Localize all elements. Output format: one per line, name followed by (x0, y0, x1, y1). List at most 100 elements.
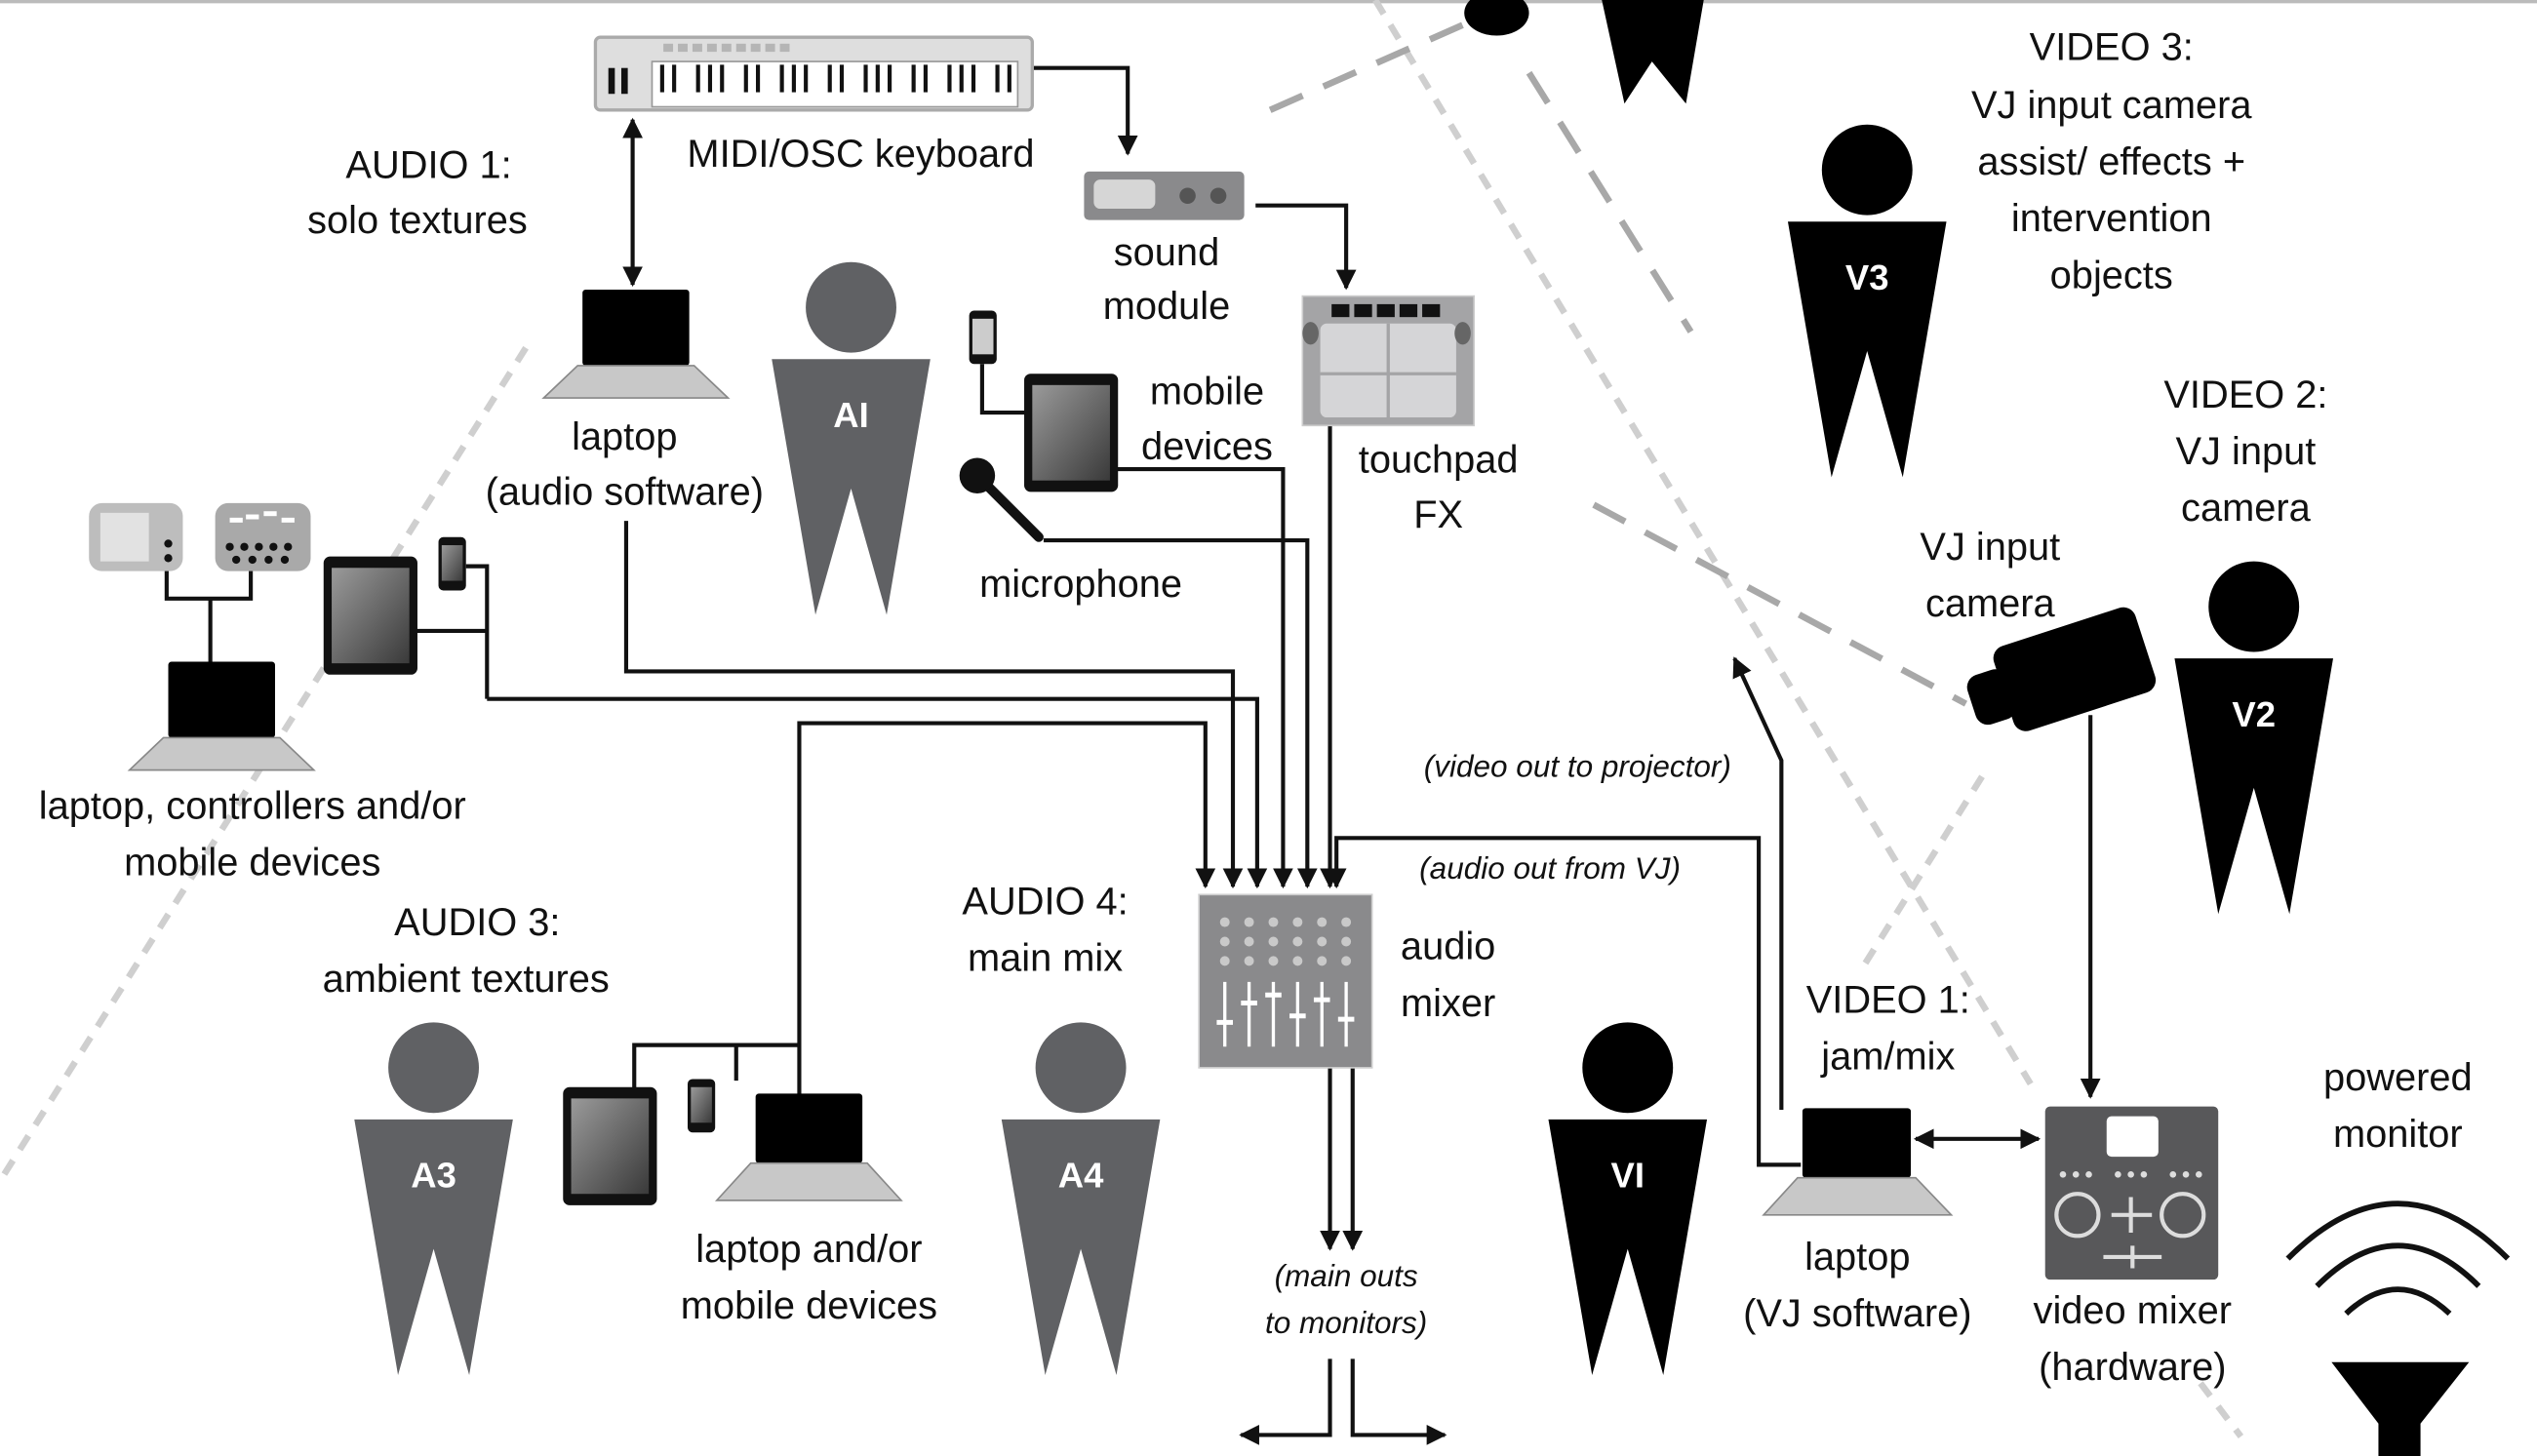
powered-monitor-icon (2285, 1200, 2511, 1456)
key (695, 64, 700, 93)
performer-v1: VI (1548, 1022, 1708, 1376)
video1-label: VIDEO 1: (1806, 978, 1970, 1021)
key (827, 64, 832, 93)
key (791, 64, 796, 93)
key (672, 64, 677, 93)
microphone-icon (959, 457, 1044, 542)
audio-out-label: (audio out from VJ) (1419, 850, 1681, 885)
performer-label: A3 (411, 1156, 456, 1196)
key (971, 64, 976, 93)
laptop-vj-icon (1762, 1108, 1954, 1216)
key (720, 64, 725, 93)
laptop-mobile-label: laptop and/or (695, 1228, 922, 1271)
laptop-vj-label: (VJ software) (1743, 1292, 1971, 1335)
laptop-controllers-label: laptop, controllers and/or (39, 784, 466, 827)
performer-head (1035, 1022, 1127, 1114)
knob (1244, 956, 1254, 966)
key (911, 64, 916, 93)
tablet-icon (1024, 374, 1119, 492)
phone-icon (687, 1079, 716, 1133)
audio1-desc: solo textures (307, 199, 528, 242)
knob (1244, 917, 1254, 927)
laptop-audio-label: (audio software) (486, 471, 764, 514)
button (692, 43, 702, 53)
tablet-icon (563, 1086, 657, 1205)
key (875, 64, 880, 93)
powered-monitor-label: monitor (2333, 1113, 2463, 1156)
button (678, 43, 688, 53)
knob (1244, 936, 1254, 947)
knob (1317, 917, 1328, 927)
performer-head (388, 1022, 480, 1114)
performer-label: V3 (1845, 257, 1889, 297)
performer-a1: AI (772, 261, 931, 615)
signal-wires (164, 65, 2101, 1445)
performer-v2: V2 (2174, 561, 2333, 915)
keyboard-label: MIDI/OSC keyboard (687, 133, 1034, 176)
knob (1317, 936, 1328, 947)
performer-label: V2 (2232, 694, 2276, 734)
key (1007, 64, 1011, 93)
laptop-controllers-label: mobile devices (124, 841, 380, 884)
key (947, 64, 952, 93)
performer-head (1821, 124, 1913, 216)
knob (1219, 956, 1230, 966)
performer-body (354, 1119, 513, 1376)
microphone-label: microphone (979, 563, 1182, 606)
labels: AUDIO 1: solo textures MIDI/OSC keyboard… (39, 25, 2473, 1389)
knob (1292, 917, 1303, 927)
performer-head (2208, 561, 2300, 652)
key (959, 64, 964, 93)
key (755, 64, 761, 93)
audio1-label: AUDIO 1: (345, 144, 511, 187)
video1-desc: jam/mix (1820, 1036, 1955, 1079)
button (735, 43, 746, 53)
laptop-audio-label: laptop (572, 415, 677, 458)
laptop-controllers-icon (127, 661, 316, 771)
video3-desc: VJ input camera (1971, 84, 2252, 127)
knob (1341, 956, 1352, 966)
performer-label: A4 (1058, 1156, 1104, 1196)
audio3-label: AUDIO 3: (394, 901, 560, 944)
phone-icon (438, 536, 466, 591)
audio-mixer-icon (1198, 893, 1373, 1069)
video3-desc: intervention (2011, 197, 2212, 240)
performer-body (1001, 1119, 1161, 1376)
video-mixer-label: (hardware) (2039, 1346, 2226, 1389)
audio4-desc: main mix (968, 936, 1123, 979)
video-mixer-icon (2044, 1106, 2219, 1280)
video2-desc: camera (2181, 487, 2312, 530)
main-outs-label: (main outs (1275, 1258, 1418, 1293)
performer-head (806, 261, 896, 353)
knob (1219, 936, 1230, 947)
laptop-mobile-label: mobile devices (681, 1284, 937, 1327)
pad-controller-icon (89, 502, 183, 571)
knob (1341, 936, 1352, 947)
key (923, 64, 928, 93)
phone-icon (969, 310, 997, 365)
main-outs-label: to monitors) (1265, 1305, 1427, 1340)
video2-label: VIDEO 2: (2163, 374, 2327, 416)
audio-mixer-label: mixer (1401, 982, 1495, 1025)
video-out-label: (video out to projector) (1424, 748, 1731, 783)
video3-label: VIDEO 3: (2030, 25, 2194, 68)
button (750, 43, 761, 53)
performer-body (1787, 221, 1947, 478)
key (888, 64, 892, 93)
knob (1268, 917, 1279, 927)
audio4-label: AUDIO 4: (962, 880, 1128, 923)
key (743, 64, 748, 93)
knob (1341, 917, 1352, 927)
key (804, 64, 809, 93)
mobile-devices-label: devices (1141, 425, 1273, 468)
button (779, 43, 790, 53)
sound-module-label: module (1103, 285, 1231, 328)
key (659, 64, 664, 93)
performer-body (2174, 658, 2333, 915)
button (706, 43, 717, 53)
midi-keyboard-icon (593, 35, 1034, 112)
knob (1219, 917, 1230, 927)
video2-desc: VJ input (2176, 430, 2317, 473)
performer-body (772, 359, 931, 615)
performer-a3: A3 (354, 1022, 513, 1376)
